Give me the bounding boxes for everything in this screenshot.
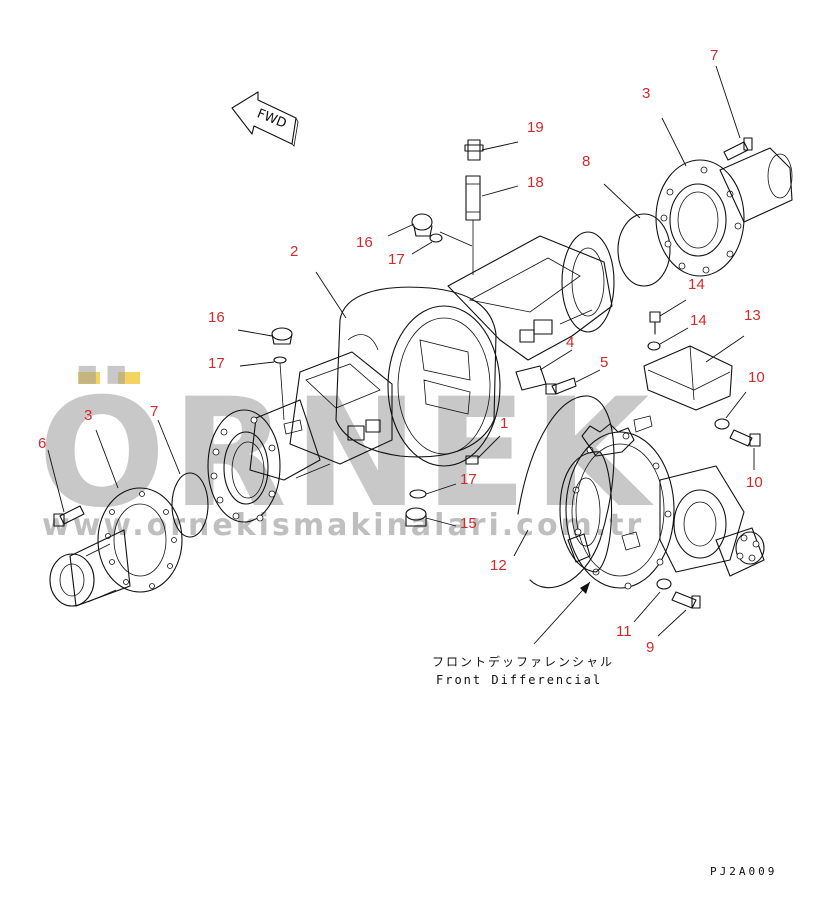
- plug-part-16-upper: [411, 213, 433, 237]
- breather-tube-part-18: [465, 175, 481, 275]
- bolt-part-6-left: [53, 505, 85, 527]
- callout-18: 18: [527, 174, 544, 191]
- plug-part-15: [405, 507, 427, 527]
- callout-3-right: 3: [642, 85, 650, 102]
- plug-part-16-left: [271, 327, 293, 345]
- oring-part-7-right: [617, 213, 671, 287]
- callout-11: 12: [490, 557, 507, 574]
- callout-9: 10: [746, 474, 763, 491]
- front-differential-assembly: [559, 415, 765, 590]
- washer-part-10-upper: [714, 418, 730, 430]
- callout-7-left: 7: [150, 403, 158, 420]
- callout-3-left: 3: [84, 407, 92, 424]
- callout-17-left: 17: [208, 355, 225, 372]
- spindle-left: [49, 529, 131, 607]
- watermark-url: www.ornekismakinalari.com.tr: [42, 508, 644, 543]
- callout-6-left: 6: [38, 435, 46, 452]
- leader-lines: [47, 65, 755, 645]
- washer-part-10-lower: [656, 578, 672, 590]
- callout-13: 14: [688, 276, 705, 293]
- bolt-part-5: [545, 377, 577, 395]
- hub-part-3-right: [655, 147, 793, 277]
- drawing-code: PJ2A009: [710, 865, 777, 878]
- bolt-part-1: [465, 455, 479, 465]
- fwd-arrow: FWD: [231, 91, 299, 147]
- callout-16-upper: 16: [356, 234, 373, 251]
- callout-15: 15: [460, 515, 477, 532]
- axle-housing-part-2: [249, 231, 615, 481]
- oring-part-7-left: [171, 472, 209, 538]
- left-axle-flange: [207, 409, 281, 523]
- callout-labels: 19 18 16 17 2 16 17 3 7 8 14 14 13 10 10…: [38, 47, 765, 656]
- washer-part-14: [647, 341, 661, 351]
- callout-19: 19: [527, 119, 544, 136]
- bolt-part-6-right: [723, 137, 753, 161]
- fwd-label: FWD: [255, 106, 289, 131]
- callout-10-lower: 11: [616, 623, 632, 640]
- oring-part-17-left: [273, 356, 287, 421]
- cover-part-12: [643, 345, 733, 411]
- callout-6-right: 7: [710, 47, 718, 64]
- callout-7-right: 8: [582, 153, 590, 170]
- callout-1: 1: [500, 415, 508, 432]
- hub-part-3-left: [97, 487, 183, 593]
- oring-part-17-upper: [429, 233, 443, 243]
- callout-2: 2: [290, 243, 298, 260]
- callout-8: 9: [646, 639, 654, 656]
- bolt-part-8: [671, 591, 701, 609]
- callout-10-upper: 10: [748, 369, 765, 386]
- callout-14: 14: [690, 312, 707, 329]
- note-english: Front Differencial: [436, 673, 602, 687]
- callout-17-upper: 17: [388, 251, 405, 268]
- callout-12: 13: [744, 307, 761, 324]
- callout-16-left: 16: [208, 309, 225, 326]
- watermark-umlaut-dot-left: [78, 372, 100, 384]
- breather-part-19: [464, 139, 484, 161]
- bolt-part-9: [729, 429, 761, 447]
- callout-5: 5: [600, 354, 608, 371]
- note-japanese: フロントデッファレンシャル: [432, 654, 614, 669]
- bolt-part-13: [649, 311, 661, 335]
- callout-4: 4: [566, 334, 574, 351]
- watermark-umlaut-dot-right: [118, 372, 140, 384]
- callout-17-lower: 17: [460, 471, 477, 488]
